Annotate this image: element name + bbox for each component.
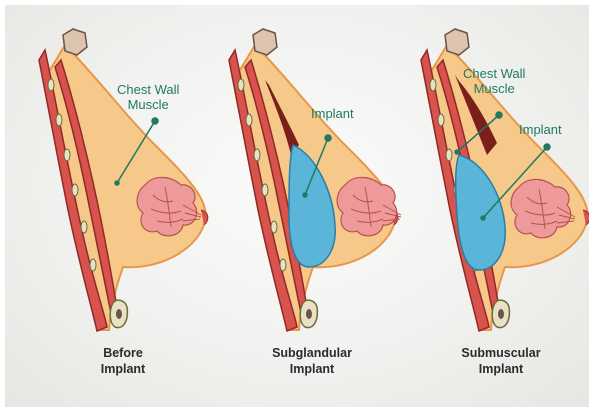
caption-submuscular-implant: Submuscular Implant [431,345,571,377]
label-implant: Implant [311,106,354,121]
caption-before-implant: Before Implant [53,345,193,377]
panel-before-illustration [39,29,208,331]
illustration-canvas: Chest Wall Muscle Implant Chest Wall Mus… [5,5,589,407]
panel-subglandular-illustration [229,29,401,331]
label-chest-wall-muscle: Chest Wall Muscle [463,66,525,96]
label-implant: Implant [519,122,562,137]
label-chest-wall-muscle: Chest Wall Muscle [117,82,179,112]
caption-subglandular-implant: Subglandular Implant [242,345,382,377]
